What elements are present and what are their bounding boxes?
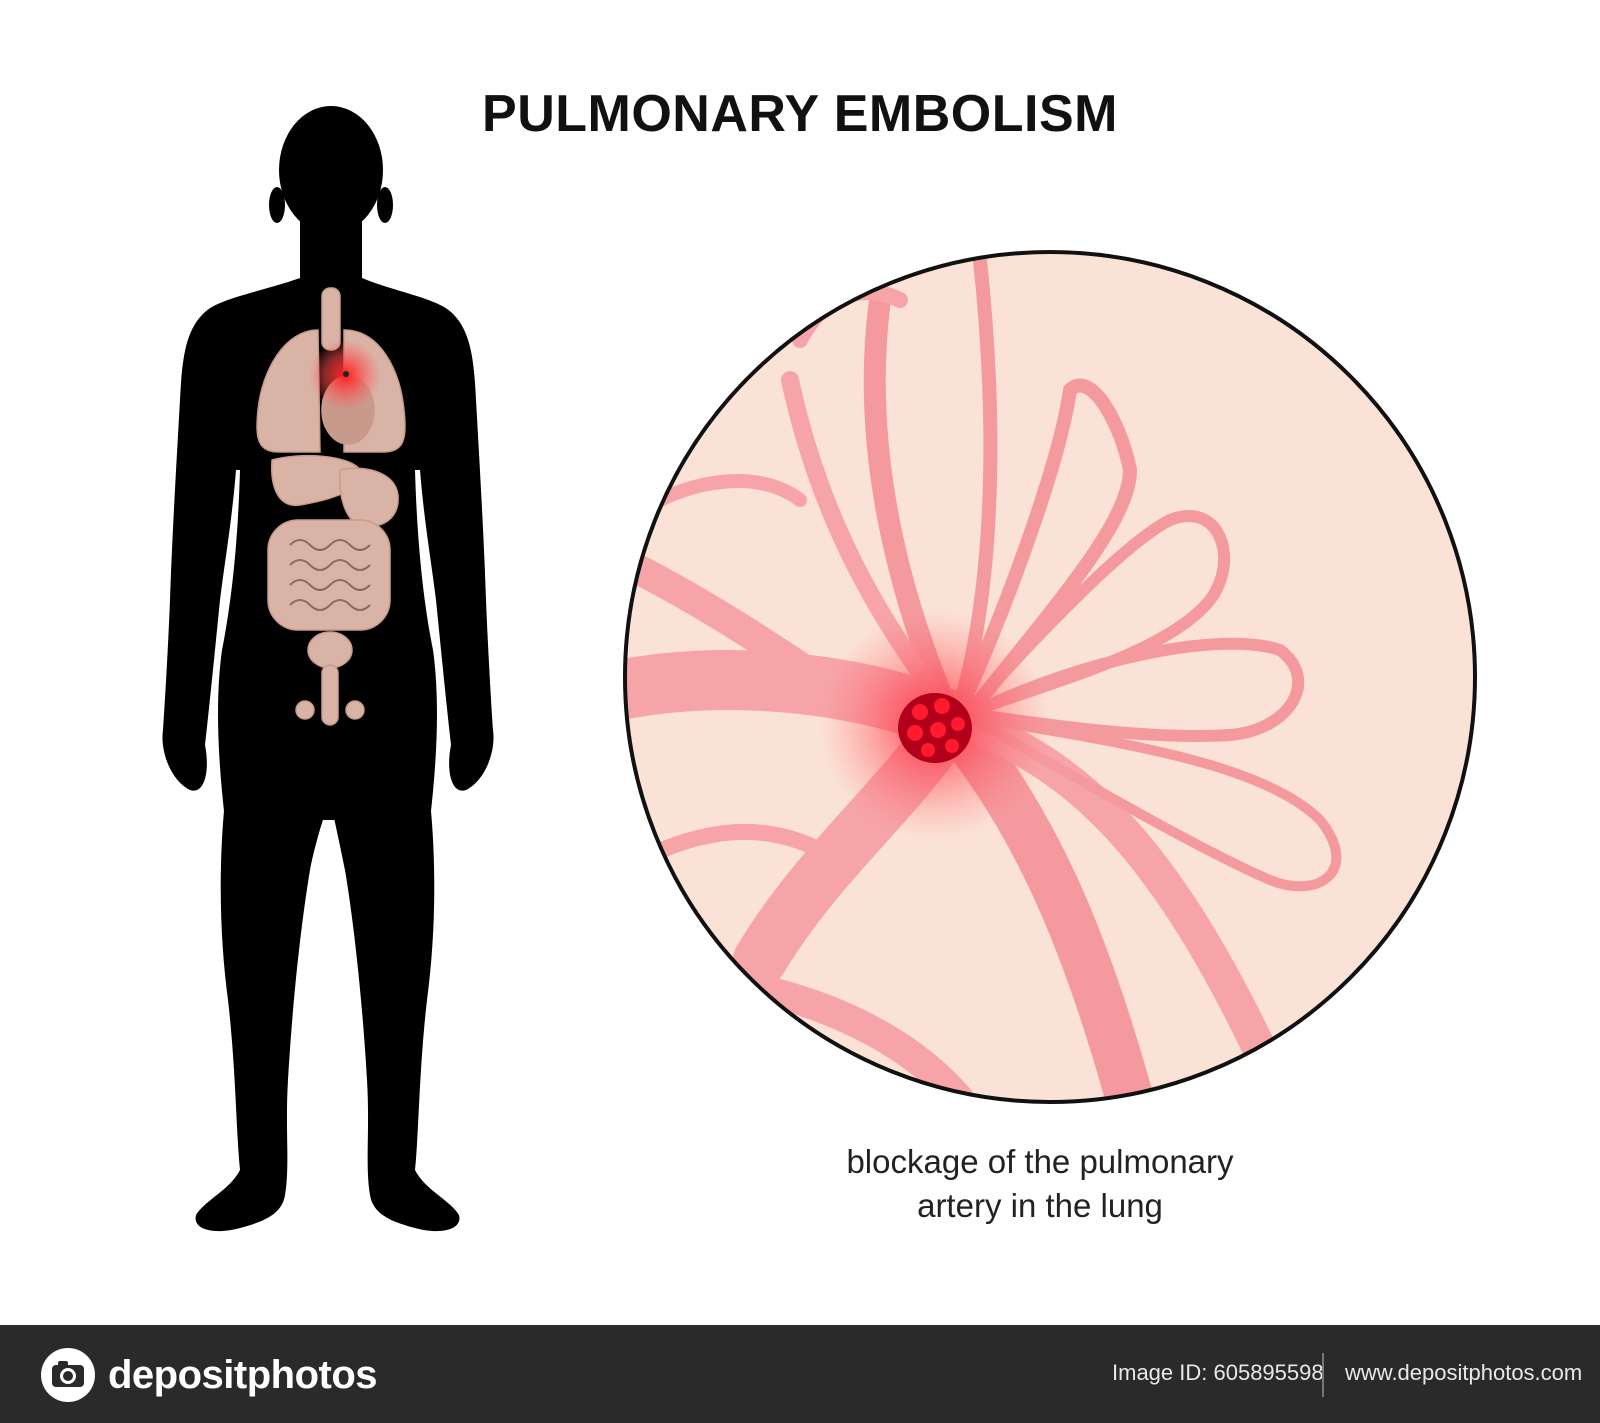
image-id: Image ID: 605895598	[1112, 1360, 1324, 1385]
hotspot-dot	[343, 371, 349, 377]
caption: blockage of the pulmonary artery in the …	[780, 1140, 1300, 1228]
brand-name: depositphotos	[108, 1352, 378, 1397]
caption-line-2: artery in the lung	[917, 1187, 1163, 1224]
magnified-view	[623, 250, 1477, 1104]
illustration	[162, 106, 1477, 1232]
footer-divider	[1322, 1353, 1324, 1397]
camera-logo-icon	[41, 1348, 95, 1402]
brand-logo[interactable]: depositphotos	[40, 1345, 378, 1405]
magnifier-border	[623, 250, 1477, 1104]
site-url-link[interactable]: www.depositphotos.com	[1345, 1360, 1583, 1385]
page-title: PULMONARY EMBOLISM	[0, 84, 1600, 144]
clot-cells	[907, 698, 965, 757]
caption-line-1: blockage of the pulmonary	[846, 1143, 1234, 1180]
footer-bar: depositphotos Image ID: 605895598 www.de…	[0, 1325, 1600, 1423]
title-text: PULMONARY EMBOLISM	[482, 85, 1118, 143]
